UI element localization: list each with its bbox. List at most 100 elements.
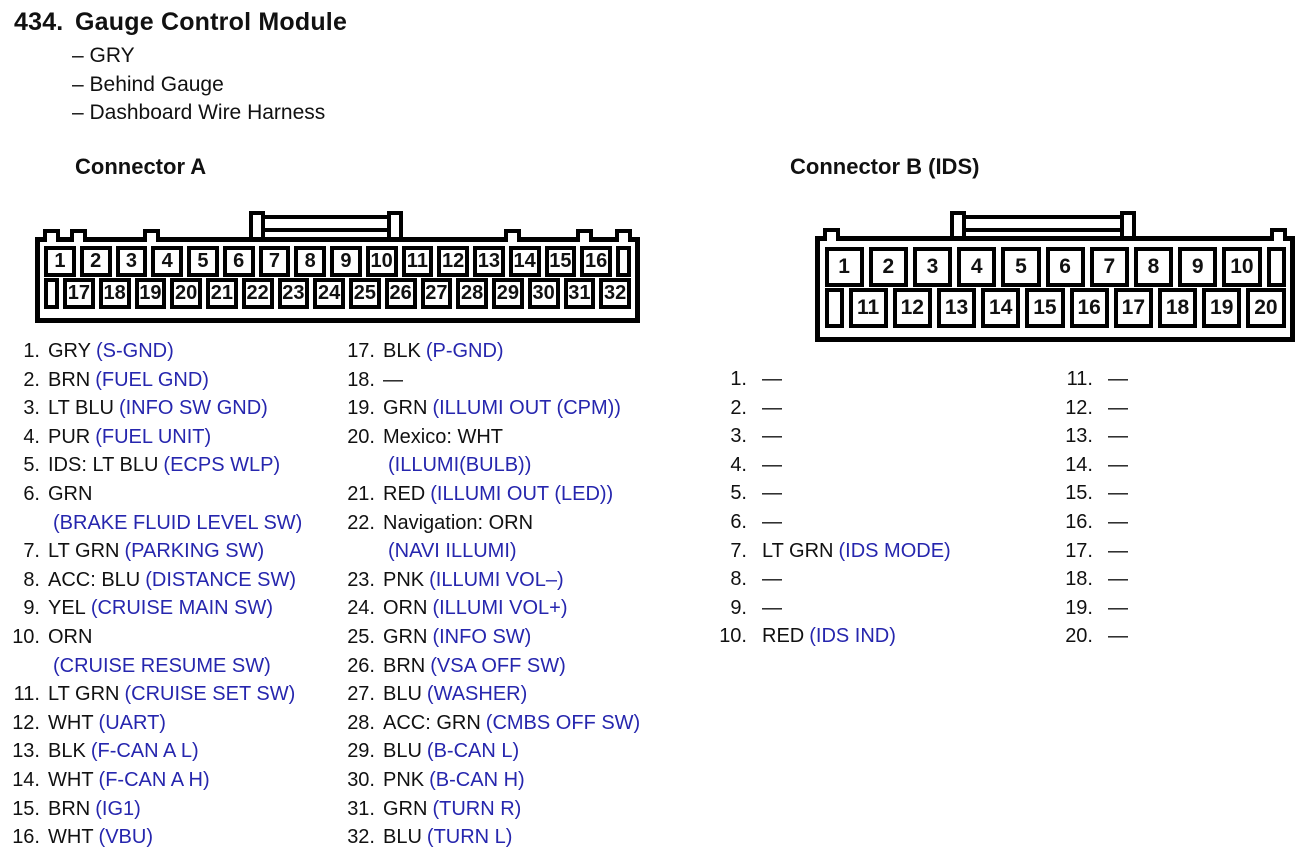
pin-cell: 7: [258, 246, 291, 277]
pin-description: ACC: BLU(DISTANCE SW): [48, 566, 296, 595]
signal-name: (CRUISE SET SW): [124, 683, 296, 706]
wire-color: IDS: LT BLU: [48, 454, 159, 477]
wire-color: Mexico: WHT: [383, 425, 503, 448]
pin-number: 2.: [23, 368, 40, 391]
wire-color: —: [1108, 453, 1128, 476]
pin-description: —: [762, 594, 782, 623]
pin-description: —: [1108, 508, 1128, 537]
pin-entry: 22. Navigation: ORN(NAVI ILLUMI): [335, 509, 680, 566]
pin-number: 14.: [12, 768, 40, 791]
pin-number: 25.: [347, 625, 375, 648]
pin-cell: 19: [1202, 288, 1242, 328]
pin-entry: 17. BLK(P-GND): [335, 337, 680, 366]
signal-name: (B-CAN H): [429, 768, 525, 791]
pin-description: LT GRN(IDS MODE): [762, 537, 951, 566]
pin-description: —: [383, 366, 403, 395]
pin-entry: 4. —: [712, 451, 1057, 480]
module-note: – GRY: [72, 44, 135, 67]
pin-number: 9.: [23, 597, 40, 620]
pin-number: 26.: [347, 654, 375, 677]
pin-description: IDS: LT BLU(ECPS WLP): [48, 451, 280, 480]
pin-description: ORN(CRUISE RESUME SW): [48, 623, 271, 680]
pin-description: —: [1108, 594, 1128, 623]
pin-description: ORN(ILLUMI VOL+): [383, 594, 568, 623]
pin-number: 15.: [1065, 482, 1093, 505]
pin-cell: 27: [420, 278, 453, 309]
pin-entry: 6. GRN(BRAKE FLUID LEVEL SW): [0, 480, 332, 537]
wire-color: PUR: [48, 425, 91, 448]
pin-row-top: 1 2 3 4 5 6 7 8: [820, 247, 1290, 287]
wire-color: BRN: [48, 368, 91, 391]
pin-number: 18.: [1065, 568, 1093, 591]
wire-color: BLU: [383, 683, 422, 706]
pin-number: 4.: [23, 425, 40, 448]
wire-color: WHT: [48, 711, 94, 734]
wire-color: WHT: [48, 768, 94, 791]
pin-cell: 20: [170, 278, 202, 309]
pin-cell: 18: [1157, 288, 1198, 328]
pin-number: 13.: [1065, 425, 1093, 448]
pin-description: —: [1108, 451, 1128, 480]
pin-cell: 25: [349, 278, 381, 309]
pin-cell: 6: [1045, 247, 1085, 287]
pin-number: 6.: [730, 510, 747, 533]
pin-cell: 1: [824, 247, 864, 287]
pin-number: 20.: [347, 425, 375, 448]
wire-color: LT BLU: [48, 397, 114, 420]
pin-cell: 13: [936, 288, 977, 328]
wire-color: ORN: [383, 597, 428, 620]
pin-cell: 5: [187, 246, 219, 277]
pin-number: 19.: [1065, 596, 1093, 619]
pin-description: —: [762, 451, 782, 480]
pin-number: 8.: [730, 568, 747, 591]
pin-entry: 7. LT GRN(IDS MODE): [712, 537, 1057, 566]
pin-cell: 7: [1089, 247, 1129, 287]
pin-description: —: [1108, 537, 1128, 566]
pin-description: LT GRN(CRUISE SET SW): [48, 680, 295, 709]
module-note: – Behind Gauge: [72, 72, 224, 96]
signal-name: (IDS MODE): [838, 539, 951, 562]
housing-tab: [43, 229, 60, 242]
signal-name: (PARKING SW): [124, 540, 265, 563]
wire-color: Navigation: ORN: [383, 511, 534, 534]
signal-name: (NAVI ILLUMI): [388, 540, 517, 563]
wire-color: —: [762, 596, 782, 619]
wire-color: —: [762, 510, 782, 533]
signal-name: (ILLUMI(BULB)): [388, 454, 532, 477]
pin-entry: 2. —: [712, 394, 1057, 423]
pin-cell: 11: [401, 246, 434, 277]
pin-cells: 11 12 13 14 15 16 17 18: [846, 288, 1288, 328]
pin-description: —: [1108, 422, 1128, 451]
pin-cell: 10: [365, 246, 398, 277]
pin-cell: 8: [294, 246, 326, 277]
housing-tab: [143, 229, 160, 242]
pin-number: 1.: [730, 368, 747, 390]
housing-tab: [504, 229, 521, 242]
housing-tab: [615, 229, 632, 242]
pin-description: —: [762, 508, 782, 537]
signal-name: (S-GND): [95, 340, 174, 362]
pin-entry: 23. PNK(ILLUMI VOL–): [335, 566, 680, 595]
pin-entry: 18. —: [1058, 565, 1278, 594]
connector-b-heading: Connector B (IDS): [790, 154, 980, 179]
wire-color: ORN: [48, 625, 93, 648]
pin-description: —: [762, 422, 782, 451]
pin-entry: 25. GRN(INFO SW): [335, 623, 680, 652]
pin-entry: 14. —: [1058, 451, 1278, 480]
pin-entry: 14. WHT(F-CAN A H): [0, 766, 332, 795]
pin-entry: 8. —: [712, 565, 1057, 594]
pin-entry: 3. LT BLU(INFO SW GND): [0, 394, 332, 423]
pin-number: 32.: [347, 826, 375, 849]
pin-cell: 9: [330, 246, 362, 277]
wire-color: GRN: [48, 482, 93, 505]
wire-color: —: [1108, 625, 1128, 648]
pin-cell: 6: [222, 246, 255, 277]
pin-number: 24.: [347, 597, 375, 620]
pin-entry: 19. —: [1058, 594, 1278, 623]
wire-color: —: [762, 568, 782, 591]
pin-entry: 29. BLU(B-CAN L): [335, 737, 680, 766]
pin-entry: 18. —: [335, 366, 680, 395]
pin-number: 2.: [730, 396, 747, 419]
pin-cell: 19: [134, 278, 167, 309]
wire-color: ACC: GRN: [383, 711, 481, 734]
